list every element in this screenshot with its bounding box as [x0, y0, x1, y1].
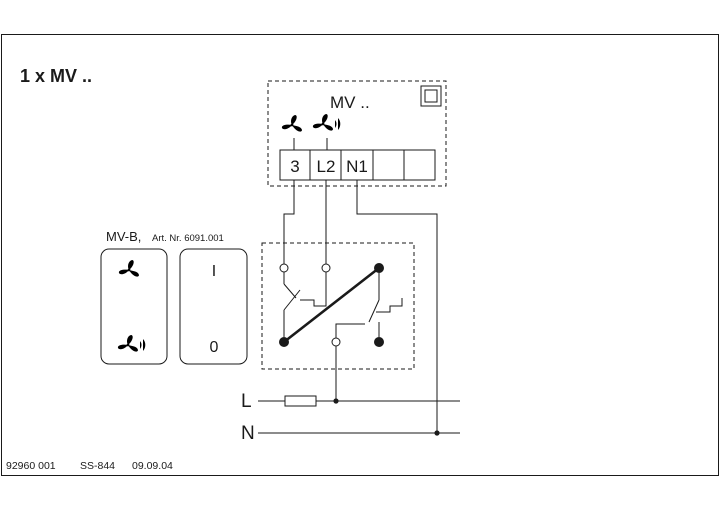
switch-right-arm: [335, 273, 403, 338]
device-square-icon: [420, 85, 442, 107]
fan-speed-icon: [118, 335, 145, 352]
fan-icon: [118, 260, 139, 277]
diagram-title: 1 x MV ..: [20, 66, 92, 86]
junction-n: [434, 430, 440, 436]
switch-contact-3: [279, 263, 289, 273]
outer-frame: [1, 34, 719, 476]
switch-mechanical-link: [283, 266, 380, 344]
wire-terminal-3: [283, 180, 295, 264]
fuse: [284, 395, 317, 407]
switch-unit-name: MV-B,: [106, 229, 141, 244]
device-label: MV ..: [330, 93, 370, 112]
junction-l: [333, 398, 339, 404]
terminal-l2: L2: [317, 157, 336, 176]
switch-left-arm: [283, 272, 327, 337]
fan-icon: [281, 115, 302, 132]
terminal-n1: N1: [346, 157, 368, 176]
switch-contact-input: [331, 337, 341, 347]
footer-doc-number: 92960 001: [6, 460, 56, 472]
wire-terminal-n1: [356, 180, 438, 432]
supply-line-label: L: [241, 391, 252, 412]
switch-contact-bottom-right: [374, 337, 384, 347]
switch-contact-l2: [321, 263, 331, 273]
footer-series: SS-844: [80, 460, 115, 472]
switch-unit-rocker: [179, 248, 248, 365]
terminal-3: 3: [290, 157, 299, 176]
rocker-label-on: I: [212, 263, 216, 280]
switch-outline: [261, 242, 415, 370]
switch-unit-fan-panel: [100, 248, 168, 365]
supply-neutral-label: N: [241, 423, 255, 444]
footer-date: 09.09.04: [132, 460, 173, 472]
fan-speed-icon: [313, 114, 340, 131]
switch-unit-article: Art. Nr. 6091.001: [152, 233, 224, 244]
rocker-label-off: 0: [210, 339, 219, 356]
